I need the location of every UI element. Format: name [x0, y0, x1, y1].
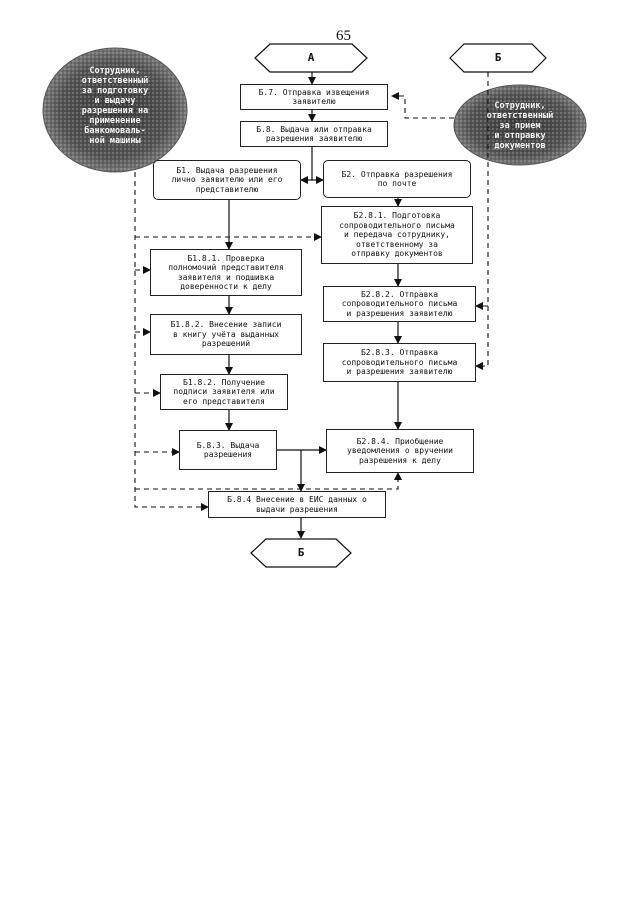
right-oval-label: Сотрудник, ответственный за прием и отпр… [486, 101, 554, 151]
connector-b-top-label: Б [494, 51, 502, 64]
connector-a-shape [254, 43, 368, 73]
box-b8-issue-or-send: Б.8. Выдача или отправка разрешения заяв… [240, 121, 388, 147]
left-oval [42, 47, 188, 173]
connector-b-bottom-shape [250, 538, 352, 568]
page-number: 65 [336, 28, 351, 44]
box-b2-send-by-mail: Б2. Отправка разрешения по почте [323, 160, 471, 198]
dashed-responsibility-lines [134, 72, 489, 511]
box-b282-send-letter: Б2.8.2. Отправка сопроводительного письм… [323, 286, 476, 322]
box-b182-register-entry: Б1.8.2. Внесение записи в книгу учёта вы… [150, 314, 302, 355]
box-b283-send-letter: Б2.8.3. Отправка сопроводительного письм… [323, 343, 476, 382]
box-b84-eis-entry: Б.8.4 Внесение в ЕИС данных о выдачи раз… [208, 491, 386, 518]
connector-b-top-shape [449, 43, 547, 73]
solid-flow-lines [225, 72, 402, 539]
connector-b-bottom-label: Б [297, 546, 305, 559]
left-oval-label: Сотрудник, ответственный за подготовку и… [81, 66, 149, 146]
box-b1-personal-issue: Б1. Выдача разрешения лично заявителю ил… [153, 160, 301, 200]
connector-a-label: А [307, 51, 315, 64]
box-b284-attach-notice: Б2.8.4. Приобщение уведомления о вручени… [326, 429, 474, 473]
right-oval [453, 84, 587, 166]
box-b7-send-notice: Б.7. Отправка извещения заявителю [240, 84, 388, 110]
box-b281-prepare-letter: Б2.8.1. Подготовка сопроводительного пис… [321, 206, 473, 264]
box-b183-issue-permit: Б.8.3. Выдача разрешения [179, 430, 277, 470]
box-b181-check-authority: Б1.8.1. Проверка полномочий представител… [150, 249, 302, 296]
box-b182-get-signature: Б1.8.2. Получение подписи заявителя или … [160, 374, 288, 410]
